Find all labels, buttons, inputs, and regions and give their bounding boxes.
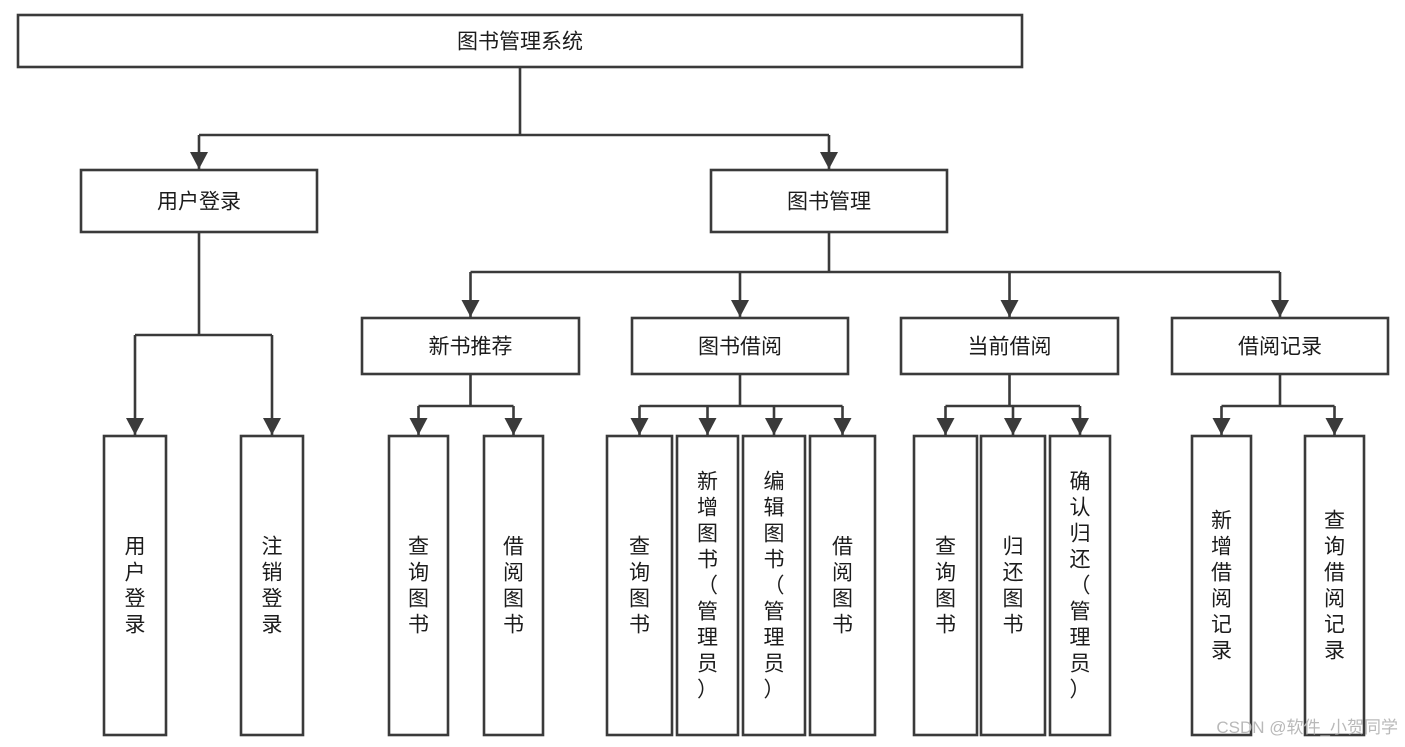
node-label: 新增借阅记录 [1211, 510, 1232, 663]
node-label: 注销登录 [262, 536, 283, 637]
node-label: 借阅记录 [1238, 336, 1322, 359]
arrow-head [1325, 418, 1344, 435]
node-label: 查询图书 [408, 536, 429, 637]
nodes-layer: 图书管理系统用户登录图书管理新书推荐图书借阅当前借阅借阅记录用户登录注销登录查询… [16, 13, 1390, 737]
node-box [79, 168, 319, 234]
node-new-book-recommendation[interactable]: 新书推荐 [360, 316, 581, 376]
node-label: 确认归还（管理员） [1070, 471, 1091, 702]
node-box [899, 316, 1120, 376]
node-borrow-book[interactable]: 借阅图书 [482, 434, 545, 737]
node-box [360, 316, 581, 376]
node-label: 借阅图书 [503, 536, 524, 637]
node-return-book[interactable]: 归还图书 [979, 434, 1047, 737]
arrow-head [833, 418, 852, 435]
node-borrow-book[interactable]: 借阅图书 [808, 434, 877, 737]
node-box [605, 434, 674, 737]
node-edit-book-admin[interactable]: 编辑图书（管理员） [741, 434, 807, 737]
arrow-head [1000, 300, 1019, 317]
arrow-head [263, 418, 281, 435]
node-book-borrowing[interactable]: 图书借阅 [630, 316, 850, 376]
node-book-management-system[interactable]: 图书管理系统 [16, 13, 1024, 69]
arrow-head [126, 418, 144, 435]
arrow-head [630, 418, 649, 435]
node-query-book[interactable]: 查询图书 [605, 434, 674, 737]
node-label: 编辑图书（管理员） [764, 471, 785, 702]
node-add-book-admin[interactable]: 新增图书（管理员） [675, 434, 740, 737]
arrow-head [1212, 418, 1231, 435]
node-query-borrowing-record[interactable]: 查询借阅记录 [1303, 434, 1366, 737]
node-borrowing-records[interactable]: 借阅记录 [1170, 316, 1390, 376]
node-label: 图书借阅 [698, 336, 782, 359]
node-box [630, 316, 850, 376]
node-box [102, 434, 168, 737]
node-box [387, 434, 450, 737]
node-label: 查询图书 [629, 536, 650, 637]
node-box [239, 434, 305, 737]
node-label: 新增图书（管理员） [697, 471, 718, 702]
arrow-head [820, 152, 838, 169]
node-box [1190, 434, 1253, 737]
node-box [1170, 316, 1390, 376]
node-book-management[interactable]: 图书管理 [709, 168, 949, 234]
node-query-book[interactable]: 查询图书 [387, 434, 450, 737]
node-box [1048, 434, 1112, 737]
arrow-head [504, 418, 523, 435]
arrow-head [765, 418, 783, 435]
node-user-login[interactable]: 用户登录 [79, 168, 319, 234]
node-current-borrowing[interactable]: 当前借阅 [899, 316, 1120, 376]
node-box [709, 168, 949, 234]
node-label: 当前借阅 [968, 336, 1052, 359]
node-label: 归还图书 [1003, 536, 1024, 637]
node-box [979, 434, 1047, 737]
node-box [808, 434, 877, 737]
arrow-head [1271, 300, 1289, 317]
node-label: 新书推荐 [429, 336, 513, 359]
arrow-head [936, 418, 955, 435]
node-query-book[interactable]: 查询图书 [912, 434, 979, 737]
node-box [675, 434, 740, 737]
csdn-watermark: CSDN @软件_小贺同学 [1216, 718, 1398, 737]
connectors-layer [126, 67, 1344, 435]
node-label: 用户登录 [157, 191, 241, 214]
node-label: 借阅图书 [832, 536, 853, 637]
node-label: 图书管理系统 [457, 31, 583, 54]
arrow-head [731, 300, 749, 317]
node-box [741, 434, 807, 737]
node-box [482, 434, 545, 737]
node-add-borrowing-record[interactable]: 新增借阅记录 [1190, 434, 1253, 737]
node-user-login[interactable]: 用户登录 [102, 434, 168, 737]
node-label: 查询图书 [935, 536, 956, 637]
arrow-head [698, 418, 717, 435]
node-box [912, 434, 979, 737]
node-label: 用户登录 [125, 536, 146, 637]
node-confirm-return-admin[interactable]: 确认归还（管理员） [1048, 434, 1112, 737]
node-label: 查询借阅记录 [1324, 510, 1345, 663]
node-label: 图书管理 [787, 191, 871, 214]
arrow-head [190, 152, 208, 169]
arrow-head [461, 300, 480, 317]
arrow-head [1004, 418, 1022, 435]
arrow-head [1071, 418, 1089, 435]
arrow-head [409, 418, 428, 435]
node-box [1303, 434, 1366, 737]
node-box [16, 13, 1024, 69]
node-logout[interactable]: 注销登录 [239, 434, 305, 737]
